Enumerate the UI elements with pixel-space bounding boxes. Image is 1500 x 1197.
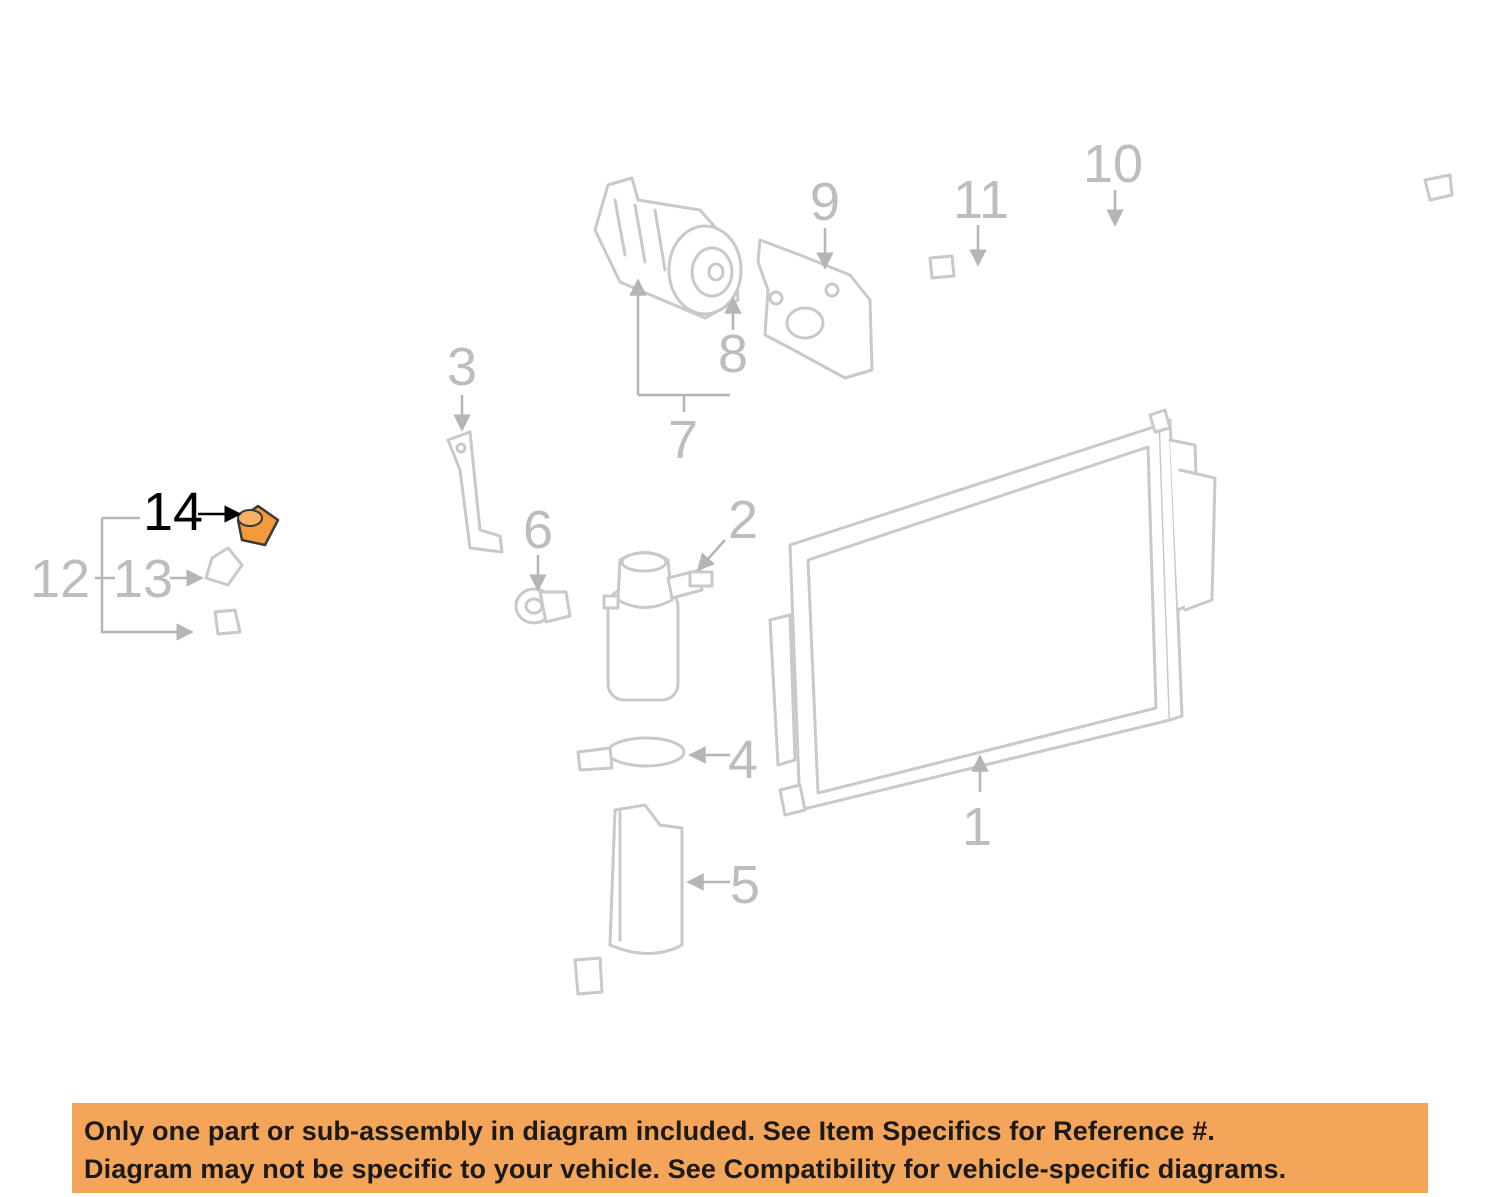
pressure-switch-part — [514, 587, 572, 625]
disclaimer-line-1: Only one part or sub-assembly in diagram… — [84, 1116, 1215, 1146]
receiver-drier-part — [602, 551, 714, 702]
bracket-part — [446, 430, 504, 554]
callout-3: 3 — [447, 337, 477, 397]
liquid-line-part — [162, 608, 604, 996]
callout-4: 4 — [728, 730, 758, 790]
hose-10-part — [902, 135, 1463, 441]
callout-11: 11 — [953, 170, 1009, 230]
callout-8: 8 — [718, 324, 748, 384]
callout-6: 6 — [523, 500, 553, 560]
leader-lines — [95, 190, 1124, 891]
callout-13: 13 — [113, 549, 173, 609]
callout-9: 9 — [810, 172, 840, 232]
drier-cover-part — [608, 803, 684, 955]
hose-11-part — [897, 254, 1008, 378]
strap-part — [576, 736, 686, 772]
callout-1: 1 — [962, 797, 992, 857]
disclaimer-banner: Only one part or sub-assembly in diagram… — [72, 1103, 1428, 1193]
callout-14: 14 — [143, 482, 203, 542]
callout-7: 7 — [668, 410, 698, 470]
compressor-bracket-part — [756, 238, 874, 380]
callout-5: 5 — [730, 855, 760, 915]
callout-12: 12 — [30, 549, 90, 609]
cap-part-highlighted — [236, 504, 280, 547]
callout-2: 2 — [728, 490, 758, 550]
disclaimer-line-2: Diagram may not be specific to your vehi… — [84, 1154, 1287, 1184]
compressor-part — [593, 176, 743, 320]
valve-core-part — [204, 546, 244, 587]
callout-10: 10 — [1083, 134, 1143, 194]
condenser-part — [768, 408, 1217, 817]
